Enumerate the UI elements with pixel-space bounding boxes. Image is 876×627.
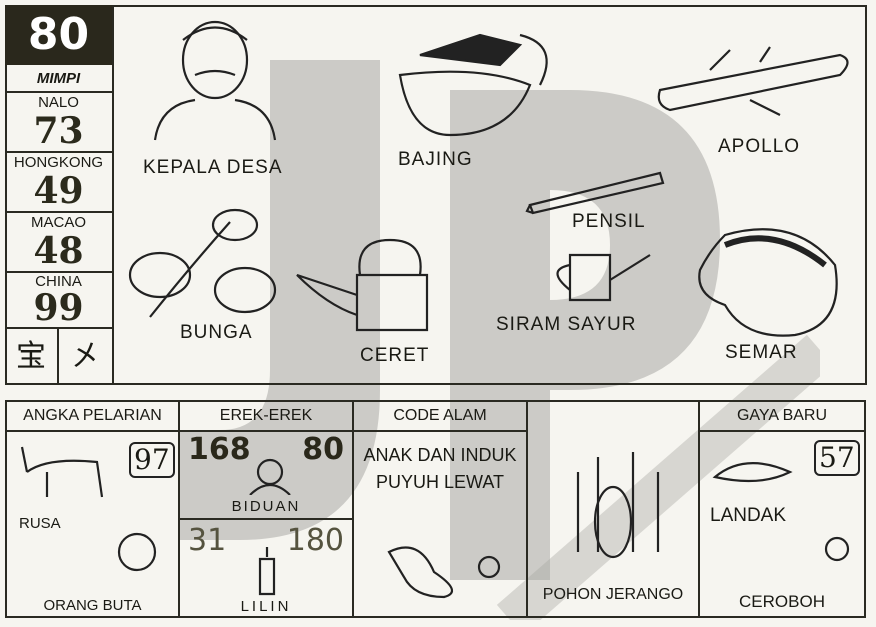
careless-man-illustration [824,536,850,562]
market-china: CHINA 99 [5,273,112,329]
item-label: RUSA [19,515,61,532]
erek-number: 80 [302,432,344,467]
market-value: 73 [33,110,84,152]
watermark-logo [180,60,820,620]
dream-label: PENSIL [572,211,646,232]
box-title: CODE ALAM [354,402,526,432]
candle-illustration [258,547,276,596]
item-label: LANDAK [710,505,787,526]
box-title: ANGKA PELARIAN [7,402,178,432]
erek-erek-box: EREK-EREK 168 80 BIDUAN 31 180 LILIN [178,400,354,618]
apollo-rocket-illustration [657,46,849,116]
box-title: EREK-EREK [180,402,352,432]
porcupine-illustration [712,462,793,483]
pencil-illustration [525,171,665,215]
erek-number: 180 [286,523,344,558]
item-label: CEROBOH [739,592,825,611]
mimpi-label: MIMPI [5,67,112,93]
squirrel-illustration [398,33,548,137]
plant-illustration [576,452,660,559]
dream-panel [5,5,867,385]
pohon-label: POHON JERANGO [542,586,684,603]
dream-label: BAJING [398,149,473,170]
erek-number: 168 [188,432,251,467]
number-badge: 97 [129,442,175,478]
market-name: HONGKONG [13,154,104,171]
code-alam-box: CODE ALAM ANAK DAN INDUK PUYUH LEWAT [352,400,528,618]
symbol-2: 㐅 [70,339,101,374]
market-nalo: NALO 73 [5,93,112,153]
dream-label: SEMAR [725,342,798,363]
gaya-baru-box: GAYA BARU 57 LANDAK CEROBOH [698,400,866,618]
erek-label: LILIN [240,598,292,615]
symbol-1: 宝 [5,329,59,385]
village-head-illustration [153,20,277,141]
angka-pelarian-box: ANGKA PELARIAN 97 RUSA ORANG BUTA [5,400,180,618]
quail-illustration [387,546,501,599]
kettle-illustration [296,238,429,332]
market-value: 49 [33,170,84,212]
code-alam-text: ANAK DAN INDUK PUYUH LEWAT [363,445,517,492]
dream-label: APOLLO [718,136,801,157]
box-title: GAYA BARU [700,402,864,432]
number-badge: 57 [814,440,860,476]
flower-illustration [128,208,277,318]
watering-can-illustration [556,253,651,302]
semar-illustration [698,228,838,337]
dream-label: CERET [360,345,430,366]
deer-illustration [20,446,104,498]
market-name: MACAO [30,214,86,231]
market-column: 80 MIMPI NALO 73 HONGKONG 49 MACAO 48 CH… [5,5,114,385]
market-name: NALO [38,94,79,111]
market-hongkong: HONGKONG 49 [5,153,112,213]
singer-illustration [249,458,291,495]
dream-label: KEPALA DESA [143,157,283,178]
pohon-box: POHON JERANGO [526,400,700,618]
erek-number: 31 [188,523,227,558]
main-number: 80 [27,9,90,60]
market-value: 99 [33,287,84,329]
market-value: 48 [33,230,84,272]
main-number-box: 80 [5,5,112,65]
market-macao: MACAO 48 [5,213,112,273]
erek-label: BIDUAN [231,498,301,515]
dream-label: SIRAM SAYUR [496,314,637,335]
market-name: CHINA [35,273,82,290]
item-label: ORANG BUTA [43,597,142,614]
dream-label: BUNGA [180,322,253,343]
blind-man-illustration [117,532,157,572]
